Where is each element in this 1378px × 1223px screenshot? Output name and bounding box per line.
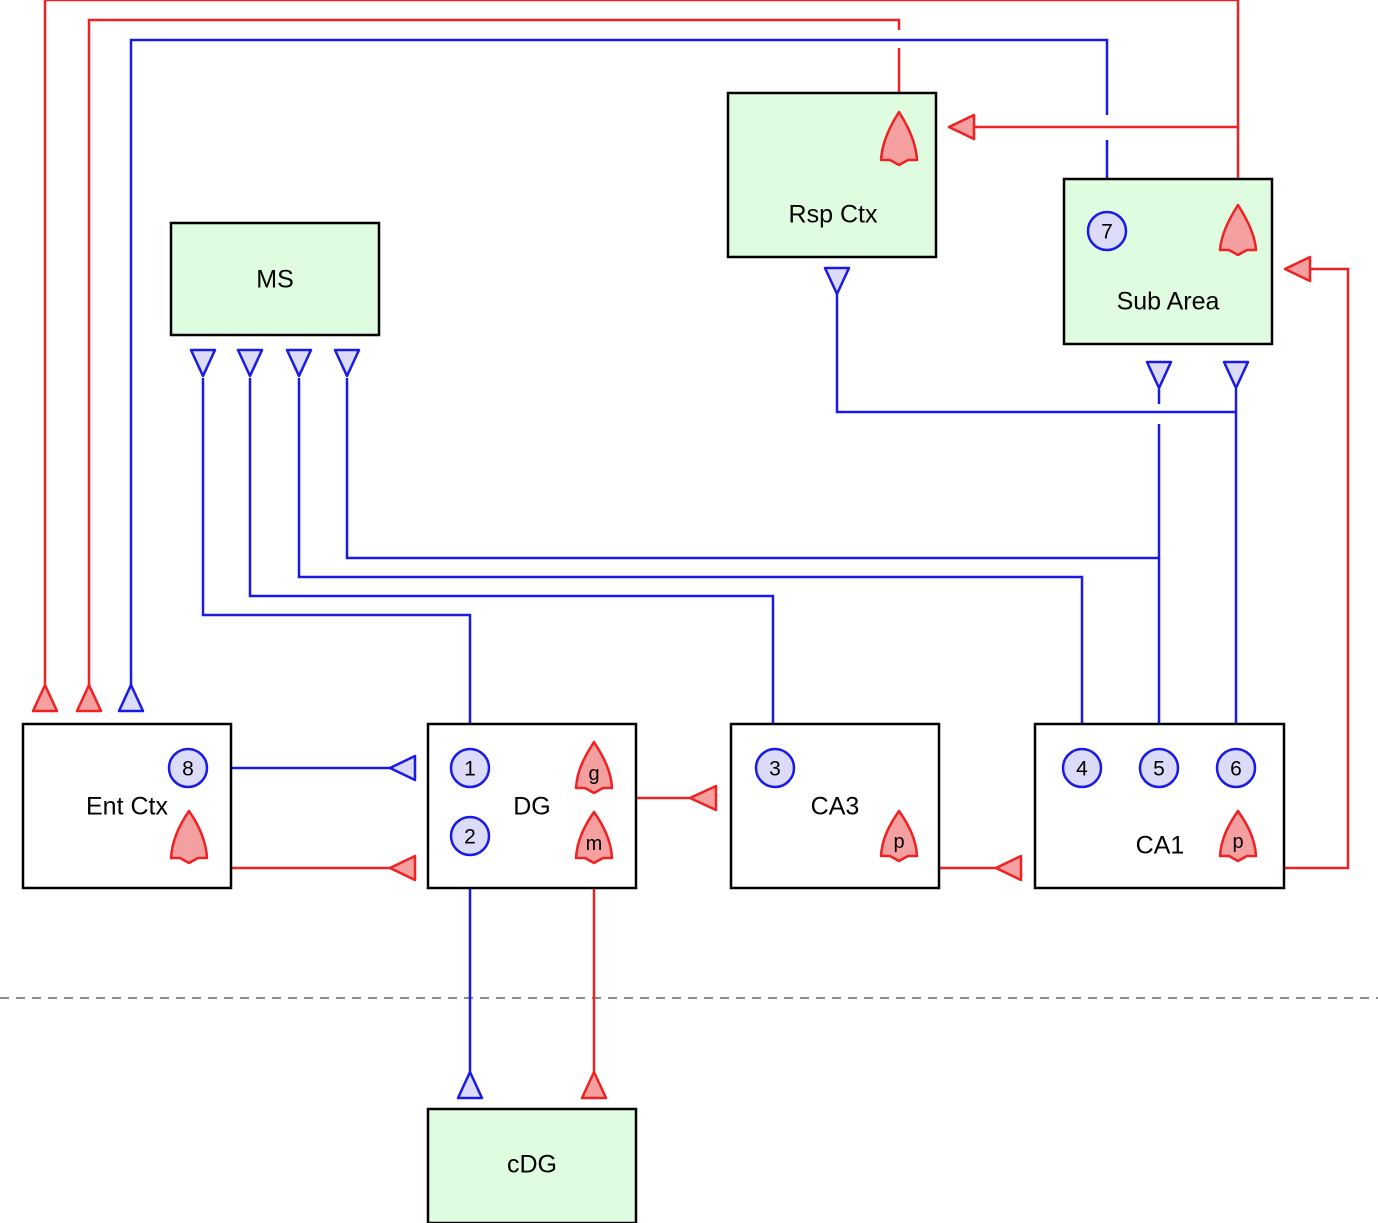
projection-1-to-ms	[201, 378, 472, 748]
inhibitory-terminal-cdg	[456, 1070, 484, 1100]
pyramidal-cell-sub-area	[1218, 203, 1258, 257]
region-dg-label: DG	[513, 793, 551, 821]
inhibitory-terminal-ms-2	[236, 348, 264, 378]
interneuron-2: 2	[449, 815, 491, 857]
pyramidal-cell-ent-ctx	[169, 809, 209, 865]
region-ms-label: MS	[256, 266, 294, 294]
pyramidal-cell-ca1-label: p	[1232, 831, 1243, 853]
region-sub-area: Sub Area	[1062, 177, 1274, 346]
excitatory-terminal-ca1	[994, 854, 1023, 882]
excitatory-terminal-ent-ctx-3	[388, 854, 417, 882]
excitatory-terminal-dg-m	[580, 1070, 608, 1100]
excitatory-terminal-ent-ctx-1	[31, 683, 59, 713]
interneuron-2-label: 2	[464, 826, 476, 849]
interneuron-7-label: 7	[1101, 221, 1113, 244]
region-ent-ctx-label: Ent Ctx	[86, 793, 168, 821]
projection-3-to-ms	[248, 378, 775, 748]
projection-sub-area-to-ent-ctx	[43, 0, 1240, 686]
region-ms: MS	[169, 221, 381, 337]
region-sub-area-label: Sub Area	[1117, 288, 1220, 316]
pyramidal-cell-ca1: p	[1218, 809, 1258, 863]
region-ca3: CA3	[729, 722, 941, 890]
mossy-cell-dg-label: m	[586, 833, 603, 855]
inhibitory-terminal-ms-1	[189, 348, 217, 378]
interneuron-3: 3	[754, 747, 796, 789]
inhibitory-terminal-sub-area-2	[1222, 360, 1250, 390]
interneuron-5: 5	[1138, 747, 1180, 789]
excitatory-terminal-ent-ctx-2	[75, 683, 103, 713]
interneuron-4-label: 4	[1076, 758, 1088, 781]
pyramidal-cell-ca3-label: p	[893, 831, 904, 853]
interneuron-7: 7	[1086, 210, 1128, 252]
region-ca3-label: CA3	[811, 793, 860, 821]
red-terminals	[31, 113, 1312, 1100]
interneuron-4: 4	[1061, 747, 1103, 789]
region-ent-ctx: Ent Ctx	[21, 722, 233, 890]
region-cdg: cDG	[426, 1107, 638, 1223]
inhibitory-terminal-sub-area-1	[1145, 360, 1173, 390]
granule-cell-dg-label: g	[588, 763, 599, 785]
projection-rsp-ctx-to-ent-ctx-upper	[87, 18, 901, 686]
region-dg: DG	[426, 722, 638, 890]
interneuron-6: 6	[1215, 747, 1257, 789]
pyramidal-cell-rsp-ctx	[879, 110, 919, 167]
granule-cell-dg: g	[574, 740, 614, 795]
inhibitory-terminal-ms-4	[333, 348, 361, 378]
region-ca1-label: CA1	[1136, 832, 1185, 860]
inhibitory-terminal-rsp-ctx	[823, 266, 851, 296]
projection-6-to-rsp-ctx	[835, 294, 1236, 414]
interneuron-6-label: 6	[1230, 758, 1242, 781]
inhibitory-terminal-ms-3	[285, 348, 313, 378]
excitatory-terminal-dg-g	[688, 784, 718, 812]
interneuron-8-label: 8	[182, 758, 194, 781]
projection-5-to-ms	[345, 378, 1161, 748]
inhibitory-terminal-ent-ctx	[117, 683, 145, 713]
interneuron-1-label: 1	[464, 758, 476, 781]
principal-cells: g m p p	[169, 110, 1258, 865]
interneuron-5-label: 5	[1153, 758, 1165, 781]
interneurons: 1 2 3 4 5 6 7 8	[167, 210, 1257, 857]
interneuron-1: 1	[449, 747, 491, 789]
projection-4-to-ms	[297, 378, 1084, 748]
region-cdg-label: cDG	[507, 1151, 557, 1179]
excitatory-terminal-sub-area	[1283, 255, 1312, 283]
inhibitory-terminal-dg	[388, 754, 417, 782]
region-rsp-ctx-label: Rsp Ctx	[789, 201, 878, 229]
region-rsp-ctx: Rsp Ctx	[726, 91, 938, 259]
projection-7-to-ent-ctx-upper	[129, 38, 1109, 686]
mossy-cell-dg: m	[574, 810, 614, 865]
blue-terminals	[117, 266, 1250, 1100]
pyramidal-cell-ca3: p	[879, 809, 919, 863]
interneuron-3-label: 3	[769, 758, 781, 781]
excitatory-terminal-rsp-ctx	[947, 113, 976, 141]
interneuron-8: 8	[167, 747, 209, 789]
red-projections	[43, 0, 1350, 1074]
blue-projections	[129, 38, 1238, 1074]
